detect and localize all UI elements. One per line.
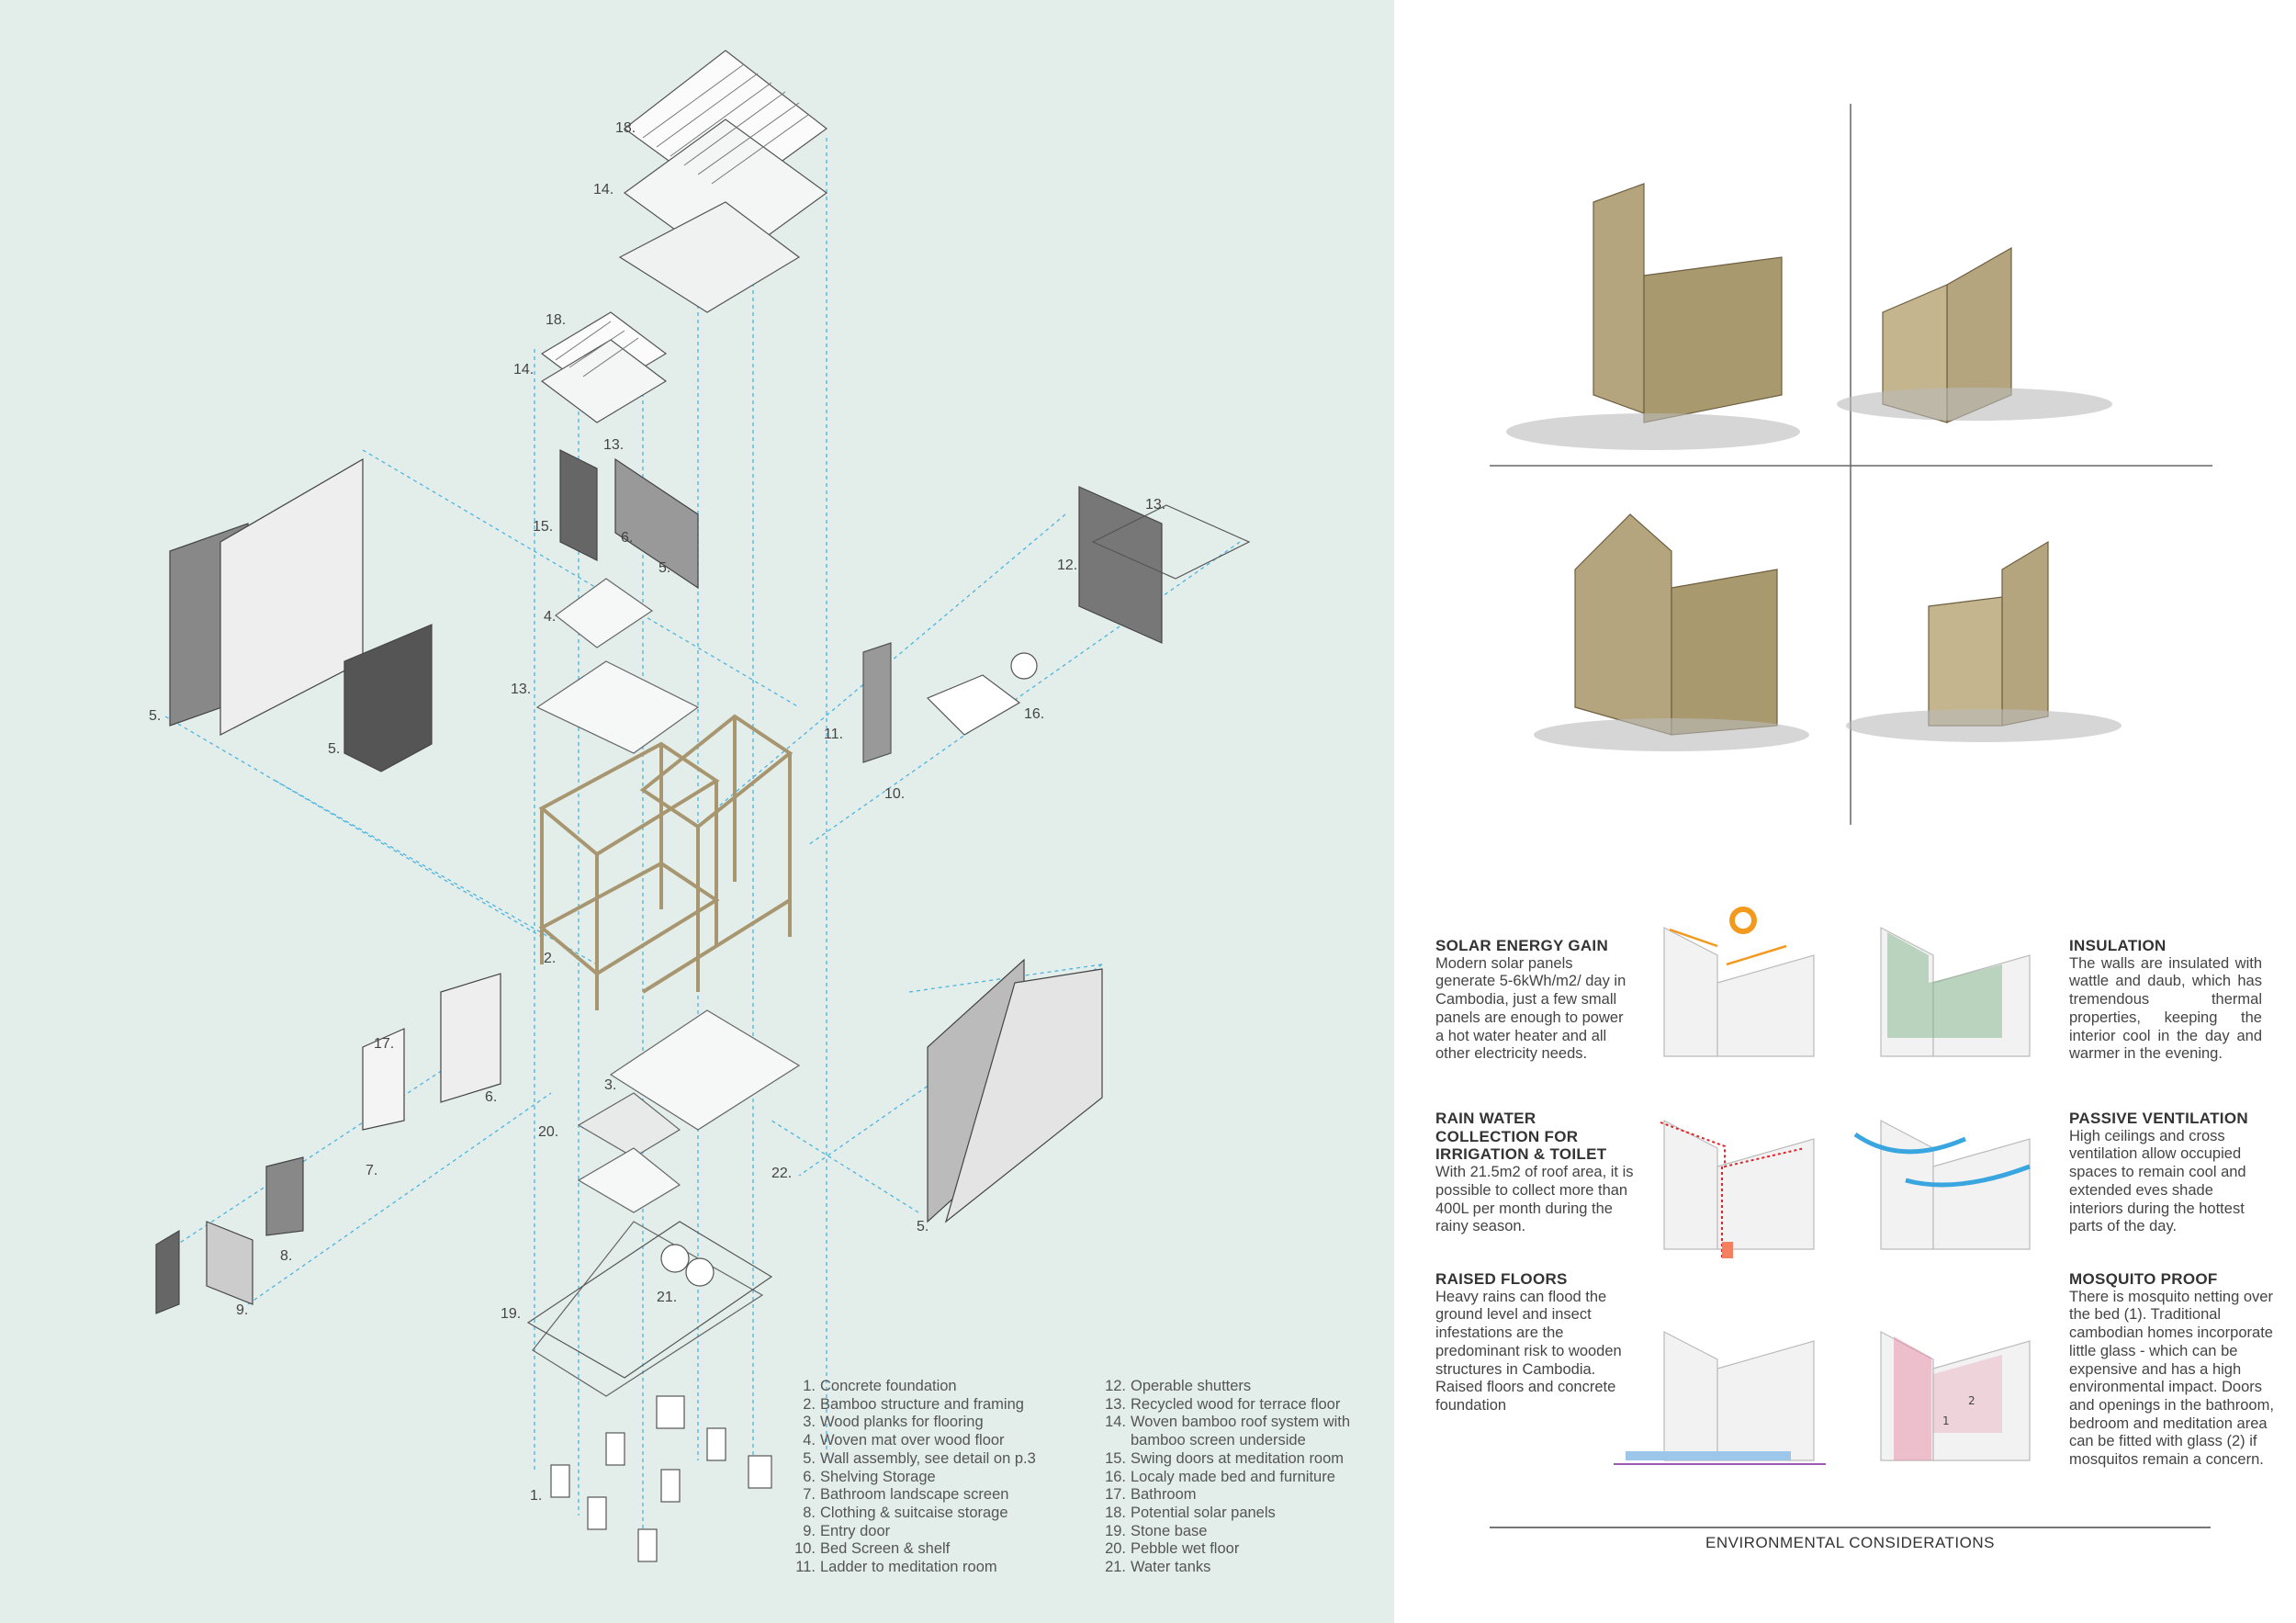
callout-label: 7.: [366, 1163, 378, 1178]
legend-column-1: 1.Concrete foundation 2.Bamboo structure…: [792, 1378, 1036, 1577]
callout-label: 14.: [593, 182, 614, 197]
callout-label: 2.: [544, 951, 557, 966]
section-body: With 21.5m2 of roof area, it is possible…: [1435, 1164, 1634, 1235]
legend-item: 8.Clothing & suitcaise storage: [803, 1504, 1008, 1521]
callout-label: 16.: [1024, 706, 1045, 722]
section-divider: [1490, 1527, 2211, 1528]
callout-label: 12.: [1057, 558, 1078, 573]
legend-item: 17.Bathroom: [1105, 1486, 1197, 1504]
callout-label: 14.: [513, 362, 535, 378]
roof-slats: [555, 63, 809, 378]
mosquito-mark-1: 1: [1942, 1414, 1950, 1427]
section-title: ENVIRONMENTAL CONSIDERATIONS: [1705, 1534, 1995, 1551]
section-heading: SOLAR ENERGY GAIN: [1435, 937, 1609, 954]
section-heading: MOSQUITO PROOF: [2069, 1270, 2218, 1288]
legend-item: 5.Wall assembly, see detail on p.3: [803, 1449, 1036, 1467]
callout-label: 3.: [604, 1077, 617, 1093]
section-body: High ceilings and cross ventilation allo…: [2069, 1127, 2246, 1235]
callout-label: 19.: [501, 1306, 522, 1322]
passive-ventilation-block: PASSIVE VENTILATION High ceilings and cr…: [2069, 1110, 2271, 1236]
legend-item: 4.Woven mat over wood floor: [803, 1432, 1005, 1449]
section-body: The walls are insulated with wattle and …: [2069, 954, 2262, 1063]
exploded-axonometric-panel: 18. 14. 18. 14. 13. 15. 6. 5. 4. 13. 5. …: [0, 0, 1394, 1623]
callout-label: 22.: [771, 1166, 793, 1181]
legend-item: 15.Swing doors at meditation room: [1105, 1449, 1345, 1467]
legend-item: 13.Recycled wood for terrace floor: [1105, 1395, 1341, 1413]
legend-item: 7.Bathroom landscape screen: [803, 1486, 1009, 1504]
floor-plates: [532, 578, 801, 1397]
bamboo-frame: [538, 714, 793, 1010]
legend-item: 18.Potential solar panels: [1105, 1504, 1276, 1521]
legend-item: 20.Pebble wet floor: [1105, 1540, 1240, 1558]
mosquito-proof-block: MOSQUITO PROOF There is mosquito netting…: [2069, 1270, 2282, 1470]
callout-label: 10.: [884, 786, 906, 802]
callout-label: 8.: [280, 1248, 293, 1264]
legend-item: 19.Stone base: [1105, 1522, 1208, 1539]
section-body: There is mosquito netting over the bed (…: [2069, 1288, 2274, 1469]
section-body: Heavy rains can flood the ground level a…: [1435, 1288, 1622, 1378]
renders-and-environment-panel: [1394, 0, 2296, 1623]
callout-label: 11.: [824, 727, 844, 742]
foundation-base: [526, 1221, 773, 1562]
wall-assemblies: [155, 449, 1163, 1314]
callout-label: 13.: [603, 437, 625, 453]
legend-item: 16.Localy made bed and furniture: [1105, 1468, 1335, 1485]
raised-floors-block: RAISED FLOORS Heavy rains can flood the …: [1435, 1270, 1633, 1415]
section-heading: PASSIVE VENTILATION: [2069, 1110, 2248, 1127]
callout-label: 4.: [544, 609, 557, 625]
legend-item: 14.Woven bamboo roof system with: [1105, 1414, 1351, 1431]
legend-item: 6.Shelving Storage: [803, 1468, 936, 1485]
section-body: Modern solar panels generate 5-6kWh/m2/ …: [1435, 954, 1626, 1063]
legend-column-2: 12.Operable shutters 13.Recycled wood fo…: [1102, 1378, 1350, 1577]
callout-label: 18.: [615, 120, 636, 136]
callout-label: 15.: [533, 519, 554, 535]
section-heading: RAIN WATER COLLECTION FOR IRRIGATION & T…: [1435, 1110, 1607, 1164]
callout-label: 20.: [538, 1124, 559, 1140]
callout-label: 6.: [485, 1089, 498, 1105]
callout-label: 5.: [658, 560, 671, 576]
callout-label: 5.: [328, 741, 341, 757]
callout-label: 17.: [374, 1036, 395, 1052]
callout-label: 5.: [917, 1219, 929, 1234]
rain-water-collection-block: RAIN WATER COLLECTION FOR IRRIGATION & T…: [1435, 1110, 1642, 1236]
furniture: [862, 504, 1251, 763]
callout-label: 21.: [657, 1290, 678, 1305]
insulation-block: INSULATION The walls are insulated with …: [2069, 937, 2262, 1064]
solar-energy-gain-block: SOLAR ENERGY GAIN Modern solar panels ge…: [1435, 937, 1633, 1064]
legend-item: 21.Water tanks: [1105, 1559, 1211, 1576]
section-heading: RAISED FLOORS: [1435, 1270, 1568, 1288]
legend-item: 9.Entry door: [803, 1522, 891, 1539]
legend-item: 12.Operable shutters: [1105, 1378, 1252, 1394]
exploded-axonometric-drawing: [155, 50, 1251, 1562]
callout-label: 13.: [511, 682, 532, 697]
legend-item: 11.Ladder to meditation room: [795, 1559, 997, 1576]
callout-label: 18.: [546, 312, 567, 328]
roof-panels: [540, 50, 828, 423]
callout-label: 9.: [236, 1302, 249, 1318]
section-heading: INSULATION: [2069, 937, 2167, 954]
legend-item: 3.Wood planks for flooring: [803, 1414, 984, 1431]
callout-label: 5.: [149, 708, 162, 724]
legend-item: 10.Bed Screen & shelf: [794, 1540, 951, 1558]
legend-item: 2.Bamboo structure and framing: [803, 1395, 1024, 1413]
callout-label: 13.: [1145, 497, 1166, 513]
legend-item-continuation: bamboo screen underside: [1131, 1432, 1306, 1449]
section-body: Raised floors and concrete foundation: [1435, 1379, 1616, 1414]
callout-label: 6.: [621, 530, 634, 546]
mosquito-mark-2: 2: [1968, 1394, 1975, 1407]
callout-label: 1.: [530, 1488, 543, 1504]
legend-item: 1.Concrete foundation: [803, 1378, 957, 1394]
